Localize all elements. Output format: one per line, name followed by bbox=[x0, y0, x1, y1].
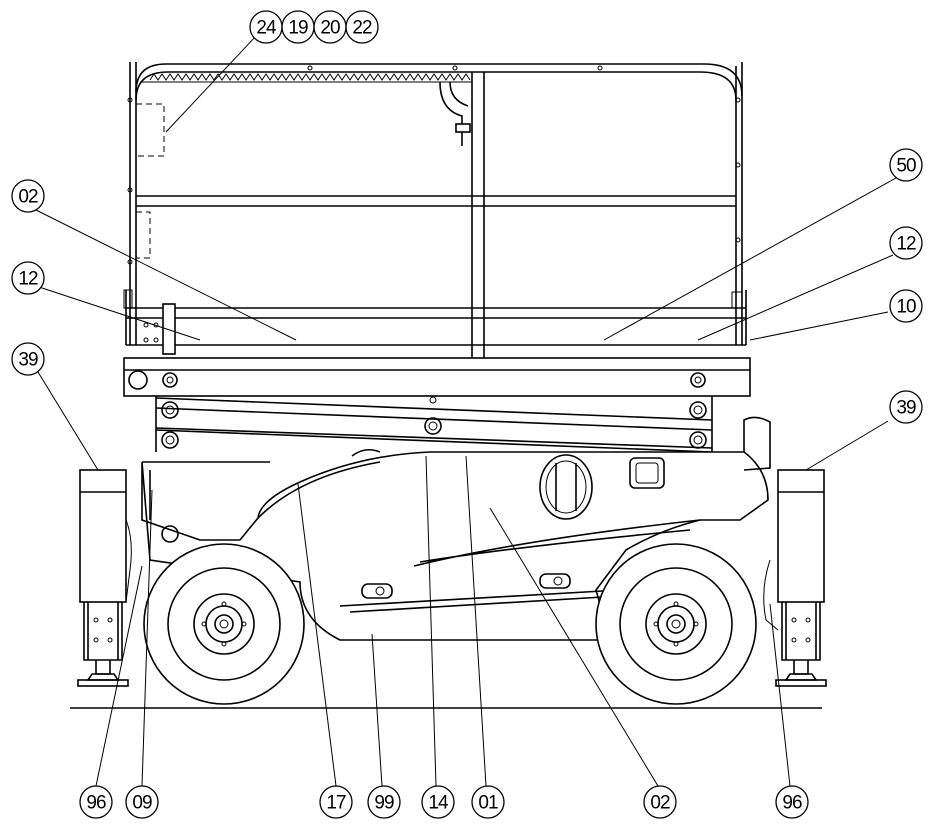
callout-label: 10 bbox=[896, 297, 916, 318]
callout-label: 09 bbox=[132, 793, 152, 814]
platform-base bbox=[123, 357, 751, 397]
chassis-lower-panel bbox=[339, 589, 621, 613]
callout-label: 99 bbox=[374, 793, 394, 814]
deck-latch bbox=[162, 303, 176, 355]
guardrail-top bbox=[149, 73, 471, 81]
fuel-cap bbox=[539, 454, 593, 520]
callout-label: 20 bbox=[320, 18, 340, 39]
callout-label: 12 bbox=[896, 234, 916, 255]
left-outrigger bbox=[77, 469, 132, 687]
chassis bbox=[141, 416, 771, 641]
vent bbox=[629, 457, 665, 489]
scissor-stack bbox=[155, 396, 713, 453]
right-outrigger-leg bbox=[781, 602, 821, 661]
callout-label: 14 bbox=[428, 793, 449, 814]
callout-label: 19 bbox=[288, 18, 308, 39]
chassis-body bbox=[141, 451, 769, 641]
callout-12-right: 12 bbox=[889, 226, 923, 260]
callout-label: 02 bbox=[650, 793, 670, 814]
callout-label: 96 bbox=[782, 793, 802, 814]
callout-label: 96 bbox=[86, 793, 106, 814]
callout-02-bottom: 02 bbox=[643, 785, 677, 819]
callout-label: 12 bbox=[18, 269, 38, 290]
leader-lines bbox=[35, 35, 897, 787]
callout-12-left: 12 bbox=[11, 261, 45, 295]
right-outrigger bbox=[763, 469, 827, 687]
callout-14: 14 bbox=[421, 785, 455, 819]
callout-17: 17 bbox=[319, 785, 353, 819]
callout-50: 50 bbox=[889, 148, 923, 182]
callout-02-top: 02 bbox=[11, 179, 45, 213]
callout-39-right: 39 bbox=[889, 390, 923, 424]
left-outrigger-leg bbox=[83, 602, 123, 661]
callout-label: 01 bbox=[478, 793, 498, 814]
callout-09: 09 bbox=[125, 785, 159, 819]
callout-label: 39 bbox=[896, 398, 916, 419]
callout-01: 01 bbox=[471, 785, 505, 819]
callout-label: 50 bbox=[896, 156, 916, 177]
callout-39-left: 39 bbox=[11, 342, 45, 376]
guardrail-dashed-box bbox=[135, 103, 165, 157]
callout-20: 20 bbox=[313, 10, 347, 44]
chassis-hood bbox=[257, 461, 381, 519]
callout-label: 24 bbox=[256, 18, 277, 39]
callout-label: 02 bbox=[18, 187, 38, 208]
callout-label: 39 bbox=[18, 350, 38, 371]
callout-22: 22 bbox=[345, 10, 379, 44]
callout-10: 10 bbox=[889, 289, 923, 323]
guardrail bbox=[127, 62, 743, 358]
chassis-front bbox=[142, 461, 270, 520]
callout-99: 99 bbox=[367, 785, 401, 819]
callout-96-left: 96 bbox=[79, 785, 113, 819]
chassis-top bbox=[351, 448, 381, 457]
rear-wheel bbox=[595, 543, 757, 705]
callout-19: 19 bbox=[281, 10, 315, 44]
callout-96-right: 96 bbox=[775, 785, 809, 819]
callout-24: 24 bbox=[249, 10, 283, 44]
callout-label: 22 bbox=[352, 18, 372, 39]
platform-deck bbox=[123, 289, 747, 355]
callout-label: 17 bbox=[326, 793, 346, 814]
chassis-side-panel bbox=[413, 519, 701, 567]
front-wheel bbox=[143, 543, 305, 705]
